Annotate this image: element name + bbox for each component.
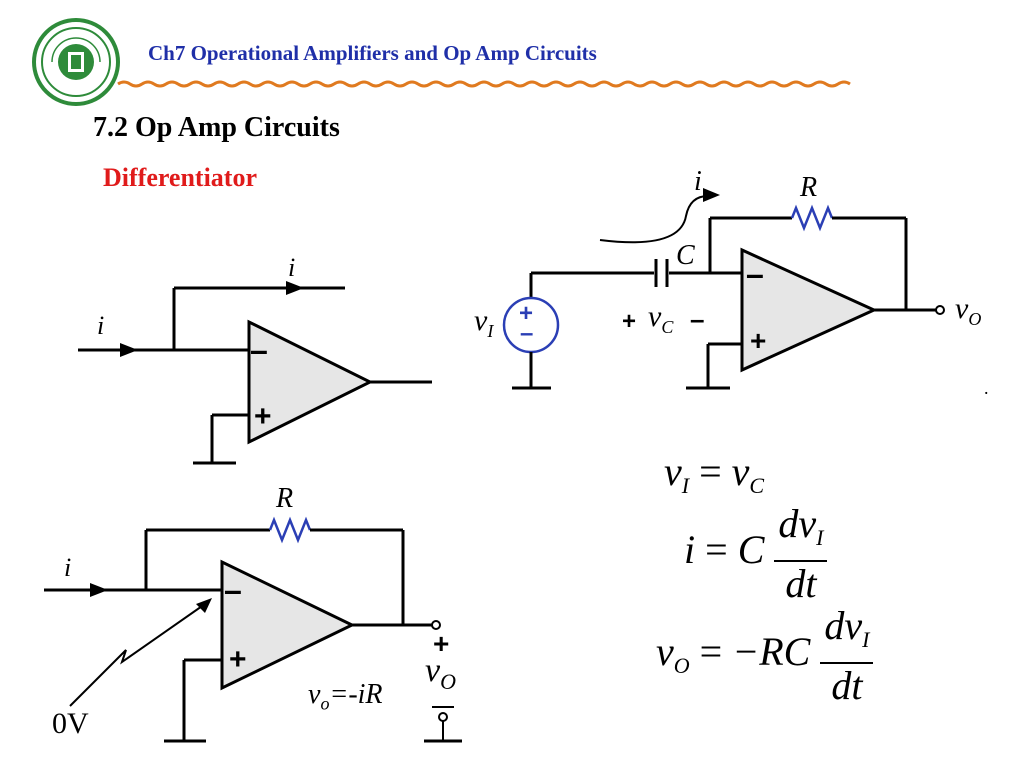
stray-dot: . <box>984 378 989 398</box>
arrow-i <box>90 583 108 597</box>
university-logo <box>32 18 120 106</box>
eq3-equals: = <box>699 629 723 675</box>
circuit-top-left <box>78 281 432 465</box>
vI-letter: v <box>474 304 488 337</box>
eq2-num-sub: I <box>816 525 824 550</box>
equation-vo-iR: vo=-iR <box>308 679 383 715</box>
eq1-lhs-v: v <box>664 449 682 494</box>
eq3-lhs-v: v <box>656 629 674 675</box>
vI-subscript: I <box>487 321 494 341</box>
vo-subscript: O <box>440 669 456 694</box>
vC-plus-sign: + <box>622 308 637 335</box>
eq2-num: dv <box>778 501 817 546</box>
label-i: i <box>64 553 72 582</box>
label-vO: vO <box>955 292 981 330</box>
vo-letter: v <box>425 652 441 689</box>
eq1-lhs-sub: I <box>681 473 690 498</box>
zero-volt-pointer <box>69 603 206 707</box>
source-plus-sign: + <box>519 300 534 327</box>
label-i-input: i <box>97 311 105 340</box>
opamp-minus-sign: – <box>746 256 764 292</box>
vC-subscript: C <box>661 317 674 337</box>
source-minus-sign: – <box>520 320 534 347</box>
eq-v-subscript: o <box>320 693 330 714</box>
eq3-coef: −RC <box>732 629 811 675</box>
label-i-feedback: i <box>288 253 296 282</box>
output-plus-sign: + <box>433 628 450 659</box>
label-R: R <box>800 172 818 203</box>
eq2-coef: C <box>737 527 765 573</box>
vO-subscript: O <box>968 309 982 329</box>
eq1-equals: = <box>699 449 722 494</box>
arrow-i-out <box>286 281 304 295</box>
eq3-num: dv <box>824 603 863 648</box>
opamp-plus-sign: + <box>229 643 247 676</box>
zero-volt-arrowhead <box>196 598 212 613</box>
label-C: C <box>676 240 695 271</box>
label-vI: vI <box>474 304 493 342</box>
label-0V: 0V <box>52 707 89 740</box>
opamp-plus-sign: + <box>254 400 272 433</box>
circuit-right <box>502 188 945 390</box>
slide-header-title: Ch7 Operational Amplifiers and Op Amp Ci… <box>148 41 597 65</box>
label-vC: vC <box>648 300 673 338</box>
eq3-lhs-sub: O <box>673 653 690 679</box>
eq3-fraction: dvI dt <box>820 603 874 708</box>
current-arrowhead <box>703 188 720 202</box>
eq-v-letter: v <box>308 679 321 710</box>
subtitle-differentiator: Differentiator <box>103 163 258 192</box>
vO-letter: v <box>955 292 969 325</box>
current-arrow <box>599 195 709 244</box>
eq1-rhs-v: v <box>731 449 750 494</box>
eq2-fraction: dvI dt <box>774 501 828 606</box>
label-i: i <box>694 166 702 197</box>
output-voltage-label: vO <box>425 652 456 695</box>
opamp-plus-sign: + <box>750 325 767 356</box>
header-wave-line <box>117 80 851 88</box>
circuit-bottom-left <box>44 516 462 743</box>
eq2-equals: = <box>705 527 728 573</box>
vC-minus-sign: – <box>690 304 705 334</box>
label-R: R <box>276 483 294 514</box>
resistor-R <box>790 204 834 232</box>
opamp-triangle <box>247 319 374 445</box>
equation-3: vO = −RC dvI dt <box>656 603 874 708</box>
arrow-i-in <box>120 343 138 357</box>
equation-1: vI = vC <box>664 448 764 499</box>
eq-rhs: =-iR <box>329 679 383 710</box>
vC-letter: v <box>648 300 662 333</box>
eq3-num-sub: I <box>862 627 870 652</box>
resistor-R <box>268 516 312 544</box>
opamp-triangle <box>740 247 878 373</box>
eq2-lhs: i <box>684 527 696 573</box>
opamp-triangle <box>220 559 356 691</box>
eq2-den: dt <box>785 561 817 606</box>
eq3-den: dt <box>831 663 863 708</box>
eq1-rhs-sub: C <box>749 473 765 498</box>
opamp-minus-sign: – <box>224 572 242 608</box>
section-title: 7.2 Op Amp Circuits <box>93 112 340 143</box>
equation-2: i = C dvI dt <box>684 501 828 606</box>
opamp-minus-sign: – <box>250 332 268 368</box>
